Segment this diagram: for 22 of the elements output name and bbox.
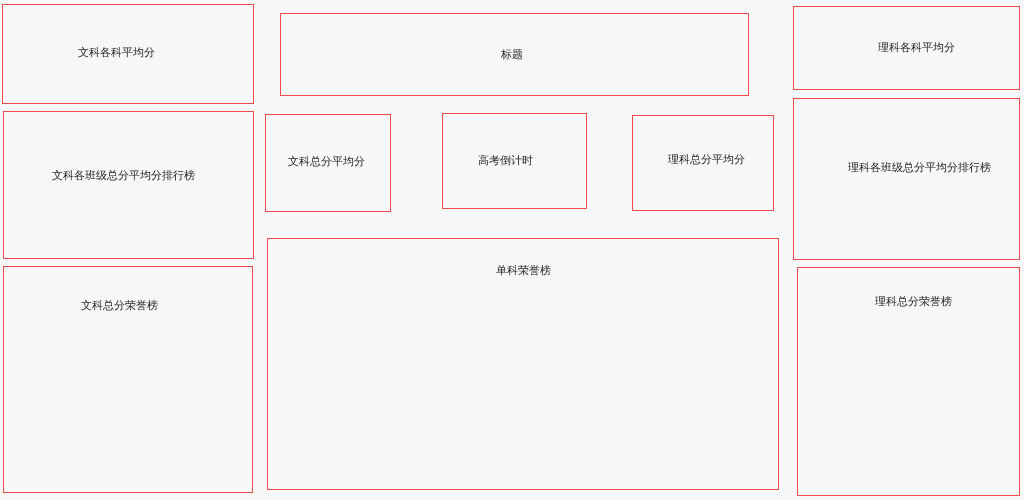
dashboard-panel xyxy=(793,98,1020,260)
panel-title: 单科荣誉榜 xyxy=(495,264,551,278)
dashboard-panel xyxy=(3,111,254,259)
panel-title: 理科总分平均分 xyxy=(667,153,745,167)
dashboard-panel xyxy=(797,267,1020,496)
dashboard-panel xyxy=(280,13,749,96)
dashboard-panel xyxy=(2,4,254,104)
dashboard-panel xyxy=(793,6,1020,90)
panel-title: 高考倒计时 xyxy=(477,154,533,168)
panel-title: 理科总分荣誉榜 xyxy=(874,295,952,309)
dashboard-panel xyxy=(3,266,253,493)
dashboard-panel xyxy=(267,238,779,490)
dashboard-panel xyxy=(632,115,774,211)
panel-title: 文科各班级总分平均分排行榜 xyxy=(51,169,195,183)
panel-title: 文科总分平均分 xyxy=(287,155,365,169)
dashboard-panel xyxy=(442,113,587,209)
panel-title: 文科各科平均分 xyxy=(77,46,155,60)
panel-title: 文科总分荣誉榜 xyxy=(80,299,158,313)
dashboard-panel xyxy=(265,114,391,212)
panel-title: 标题 xyxy=(501,48,523,62)
panel-title: 理科各科平均分 xyxy=(877,41,955,55)
panel-title: 理科各班级总分平均分排行榜 xyxy=(847,161,991,175)
